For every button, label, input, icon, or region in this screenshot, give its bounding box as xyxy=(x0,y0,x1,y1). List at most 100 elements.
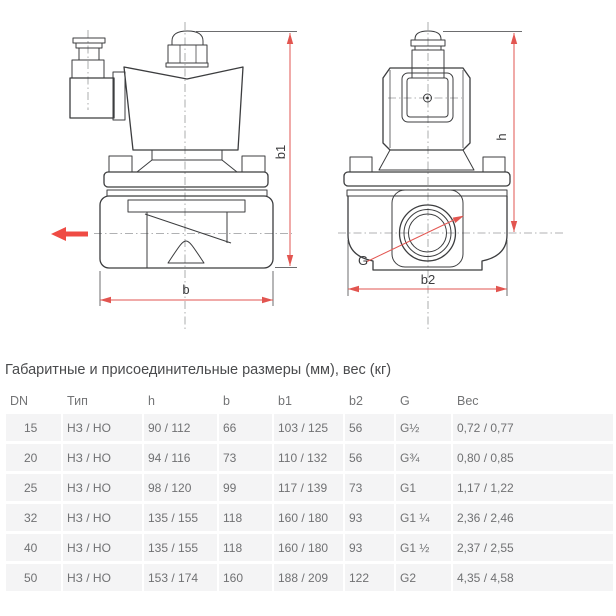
connector-neck xyxy=(78,47,100,61)
body-diaphragm-line xyxy=(144,213,232,244)
mounting-tab-right xyxy=(482,156,506,173)
coil-window xyxy=(406,77,449,118)
dim-label-g: G xyxy=(358,253,368,268)
leader-arrow xyxy=(452,215,464,223)
cell-b: 99 xyxy=(219,474,272,501)
cell-ves: 4,35 / 4,58 xyxy=(453,564,613,591)
gasket-plate xyxy=(106,189,268,197)
cell-b2: 56 xyxy=(345,444,394,471)
coil-window-frame xyxy=(401,72,454,123)
cell-ves: 2,36 / 2,46 xyxy=(453,504,613,531)
cell-g: G1 ¼ xyxy=(396,504,451,531)
valve-body xyxy=(99,195,274,269)
cell-b: 118 xyxy=(219,504,272,531)
dim-label-b: b xyxy=(182,282,189,297)
cell-dn: 25 xyxy=(6,474,61,501)
col-header-ves: Вес xyxy=(457,394,479,408)
cell-g: G2 xyxy=(396,564,451,591)
cell-tip: НЗ / НО xyxy=(63,564,142,591)
cell-g: G¾ xyxy=(396,444,451,471)
cell-b2: 93 xyxy=(345,534,394,561)
cell-b1: 160 / 180 xyxy=(274,504,343,531)
cap-nut-dome xyxy=(414,30,442,41)
coil-bracket xyxy=(378,149,475,171)
cell-tip: НЗ / НО xyxy=(63,504,142,531)
cell-tip: НЗ / НО xyxy=(63,414,142,441)
port-outer-circle xyxy=(398,204,457,262)
cell-ves: 2,37 / 2,55 xyxy=(453,534,613,561)
dim-label-h: h xyxy=(494,133,509,140)
connector-adapter xyxy=(112,71,126,121)
cell-b2: 73 xyxy=(345,474,394,501)
cell-dn: 32 xyxy=(6,504,61,531)
dim-arrow xyxy=(496,285,507,293)
cell-h: 135 / 155 xyxy=(144,534,217,561)
mounting-tab-left xyxy=(108,155,133,173)
mounting-tab-left xyxy=(349,156,373,173)
cell-b1: 117 / 139 xyxy=(274,474,343,501)
cell-b2: 56 xyxy=(345,414,394,441)
cell-b1: 103 / 125 xyxy=(274,414,343,441)
cell-g: G1 ½ xyxy=(396,534,451,561)
cell-ves: 0,80 / 0,85 xyxy=(453,444,613,471)
cell-ves: 0,72 / 0,77 xyxy=(453,414,613,441)
dim-arrow xyxy=(348,285,359,293)
mounting-tab-right xyxy=(241,155,266,173)
cell-tip: НЗ / НО xyxy=(63,444,142,471)
fixing-screw-center xyxy=(426,96,429,100)
port-boss xyxy=(391,189,464,268)
cell-g: G½ xyxy=(396,414,451,441)
flow-arrow-head xyxy=(51,227,66,241)
cell-dn: 50 xyxy=(6,564,61,591)
cell-dn: 15 xyxy=(6,414,61,441)
cell-tip: НЗ / НО xyxy=(63,534,142,561)
col-header-b: b xyxy=(223,394,230,408)
valve-body xyxy=(347,195,508,271)
washer xyxy=(165,62,209,68)
cell-h: 153 / 174 xyxy=(144,564,217,591)
cell-b: 73 xyxy=(219,444,272,471)
cap-nut-dome xyxy=(171,30,204,46)
dim-label-b1: b1 xyxy=(273,145,288,159)
dim-arrow xyxy=(100,296,111,304)
connector-cap-rib xyxy=(72,37,106,44)
cell-h: 90 / 112 xyxy=(144,414,217,441)
cell-ves: 1,17 / 1,22 xyxy=(453,474,613,501)
body-top-plate xyxy=(127,199,246,213)
cell-b1: 188 / 209 xyxy=(274,564,343,591)
gasket-plate xyxy=(346,189,508,197)
valve-dimension-drawing: b b1 xyxy=(51,22,564,332)
dim-arrow xyxy=(510,221,518,232)
cell-b: 66 xyxy=(219,414,272,441)
fixing-screw xyxy=(423,93,432,103)
col-header-b2: b2 xyxy=(349,394,363,408)
coil-neck xyxy=(151,149,223,161)
solenoid-coil xyxy=(123,66,244,151)
dim-arrow xyxy=(262,296,273,304)
dim-arrow xyxy=(286,255,294,266)
table-header-row: DN Тип h b b1 b2 G Вес xyxy=(6,390,613,412)
cell-b2: 93 xyxy=(345,504,394,531)
cell-dn: 40 xyxy=(6,534,61,561)
leader-line-g xyxy=(365,217,459,263)
table-title: Габаритные и присоединительные размеры (… xyxy=(5,362,392,378)
valve-front-view: G b2 h xyxy=(338,22,564,332)
bonnet-flange xyxy=(103,171,269,188)
cell-b: 118 xyxy=(219,534,272,561)
connector-body xyxy=(69,77,115,119)
dim-label-b2: b2 xyxy=(421,272,435,287)
cell-b: 160 xyxy=(219,564,272,591)
cell-h: 98 / 120 xyxy=(144,474,217,501)
col-header-h: h xyxy=(148,394,155,408)
port-bore-circle xyxy=(408,213,447,253)
cell-dn: 20 xyxy=(6,444,61,471)
solenoid-coil xyxy=(382,67,471,151)
col-header-b1: b1 xyxy=(278,394,292,408)
dim-arrow xyxy=(286,33,294,44)
col-header-tip: Тип xyxy=(67,394,88,408)
cell-b1: 110 / 132 xyxy=(274,444,343,471)
col-header-dn: DN xyxy=(10,394,29,408)
coil-skirt xyxy=(136,159,238,173)
cell-b2: 122 xyxy=(345,564,394,591)
